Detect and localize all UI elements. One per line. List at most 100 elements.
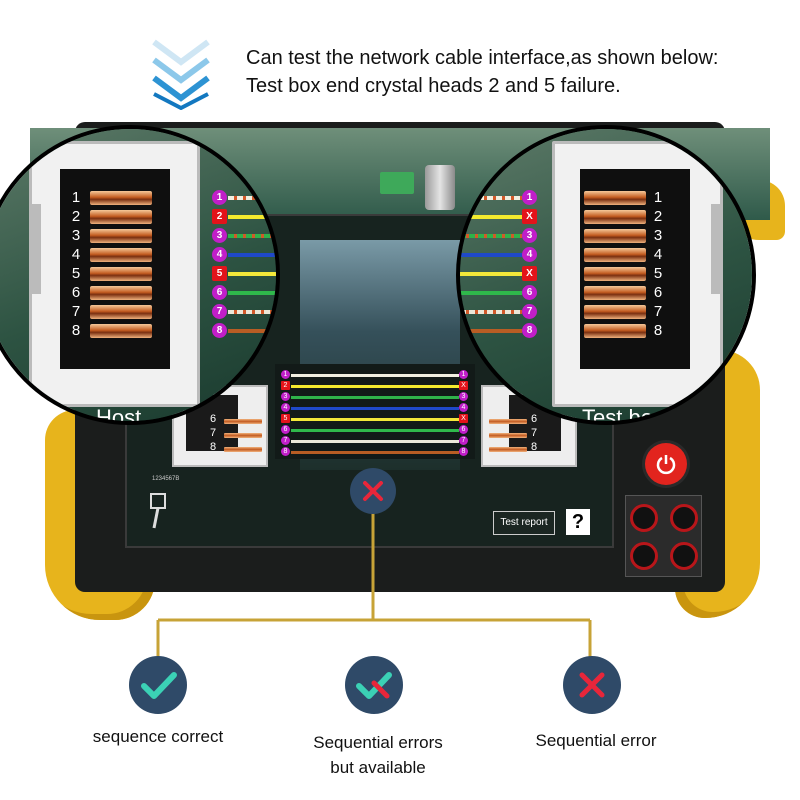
jack[interactable] [670,542,698,570]
wire [228,234,276,238]
pin-badge: 8 [212,323,227,338]
wire [228,196,276,200]
wire [228,272,276,276]
multimeter-jacks [625,495,702,577]
pin-number: 2 [71,208,81,225]
screen-wire [291,374,459,377]
pin-badge: 3 [281,392,290,401]
wire [228,253,276,257]
error-badge: 5 [281,414,290,423]
pin-label: 7 [210,427,217,439]
pin-number: 2 [653,208,663,225]
pin-badge: 3 [212,228,227,243]
help-button[interactable]: ? [566,509,590,535]
test-report-button[interactable]: Test report [493,511,555,535]
pin-badge: 1 [281,370,290,379]
pin-number: 5 [71,265,81,282]
ethernet-plug-icon [150,493,166,529]
pin-badge: 7 [522,304,537,319]
wire [460,291,522,295]
chevron-down-icon [152,39,210,110]
screen-wire [291,429,459,432]
contact-pin [90,267,152,281]
pin-label: 8 [210,441,217,453]
contact-pin [584,324,646,338]
headline-line1: Can test the network cable interface,as … [246,47,719,69]
contact-pin [584,248,646,262]
screen-wire [291,451,459,454]
pin-badge: 6 [459,425,468,434]
pin-badge: 1 [212,190,227,205]
pin-badge: 4 [522,247,537,262]
wire [228,329,276,333]
power-button[interactable] [645,443,687,485]
pin-number: 6 [653,284,663,301]
screen-wire [291,440,459,443]
legend-connectors [156,500,592,660]
contact-pin [584,210,646,224]
check-cross-icon [345,656,403,714]
pin-number: 7 [653,303,663,320]
wire [228,215,276,219]
contact-pin [90,305,152,319]
pin-number: 4 [71,246,81,263]
wire [228,310,276,314]
pin-number: 1 [653,189,663,206]
wire [460,253,522,257]
jack[interactable] [630,504,658,532]
check-icon [129,656,187,714]
testbox-label: Test box [582,405,664,425]
screen-wire [291,385,459,388]
contact-pin [584,286,646,300]
contact-pin [584,229,646,243]
pin-badge: 7 [459,436,468,445]
error-badge: X [522,266,537,281]
pin-number: 1 [71,189,81,206]
wire [460,215,522,219]
wire [460,310,522,314]
screen-wire [291,407,459,410]
contact-pin [90,324,152,338]
pin-number: 7 [71,303,81,320]
legend-label-available: Sequential errors but available [313,733,443,777]
jack[interactable] [670,504,698,532]
pin-number: 6 [71,284,81,301]
bnc-connector [425,165,455,210]
headline: Can test the network cable interface,as … [246,44,718,100]
contact-pin [90,229,152,243]
pin-label: 7 [531,427,538,439]
contact-pin [584,305,646,319]
pin-badge: 4 [281,403,290,412]
wire [460,329,522,333]
pin-number: 8 [653,322,663,339]
pin-badge: 7 [281,436,290,445]
pin-badge: 8 [281,447,290,456]
contact-pin [90,191,152,205]
wire [460,196,522,200]
wire [228,291,276,295]
pin-badge: 6 [212,285,227,300]
pin-badge: 1 [522,190,537,205]
error-badge: 2 [281,381,290,390]
pin-number: 5 [653,265,663,282]
host-label: Host [96,405,142,425]
pin-number: 4 [653,246,663,263]
contact-pin [90,286,152,300]
pin-badge: 6 [522,285,537,300]
wire [460,272,522,276]
pin-badge: 3 [522,228,537,243]
error-badge: 2 [212,209,227,224]
model-label: 1234567B [152,476,180,482]
error-icon [350,468,396,514]
contact-pin [90,248,152,262]
error-badge: X [522,209,537,224]
pin-badge: 8 [522,323,537,338]
terminal-block [380,172,414,194]
jack[interactable] [630,542,658,570]
pin-number: 3 [71,227,81,244]
screen-wire [291,396,459,399]
legend-label-error: Sequential error [535,731,657,750]
headline-line2: Test box end crystal heads 2 and 5 failu… [246,75,621,97]
